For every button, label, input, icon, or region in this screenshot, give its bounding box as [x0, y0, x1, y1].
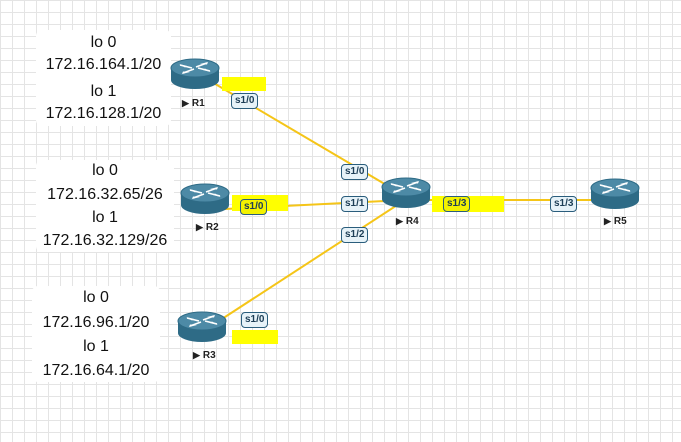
- r4-interface-s1-3[interactable]: s1/3: [443, 196, 471, 212]
- r2-lo1-name: lo 1: [92, 209, 118, 226]
- r2-lo0-name: lo 0: [92, 162, 118, 179]
- r4-interface-s1-0[interactable]: s1/0: [341, 164, 369, 180]
- router-r3-name: R3: [202, 350, 216, 361]
- r5-interface-s1-3[interactable]: s1/3: [550, 196, 578, 212]
- link-r1-r4[interactable]: [199, 74, 406, 197]
- router-icon: [381, 177, 431, 208]
- play-icon: ▶: [396, 216, 403, 226]
- r1-interface-s1-0[interactable]: s1/0: [231, 93, 259, 109]
- r4-interface-s1-2[interactable]: s1/2: [341, 227, 369, 243]
- r1-lo1-name: lo 1: [90, 83, 117, 100]
- play-icon: ▶: [182, 98, 189, 108]
- router-r5-label: ▶R5: [604, 216, 627, 227]
- r1-loopbacks-box: lo 0 172.16.164.1/20 lo 1 172.16.128.1/2…: [36, 30, 171, 126]
- r2-interface-s1-0[interactable]: s1/0: [240, 199, 268, 215]
- router-r2-name: R2: [205, 222, 219, 233]
- r3-loopbacks-box: lo 0 172.16.96.1/20 lo 1 172.16.64.1/20: [32, 286, 160, 382]
- router-r4-label: ▶R4: [396, 216, 419, 227]
- r3-lo1-address: 172.16.64.1/20: [42, 362, 150, 379]
- router-icon: [590, 178, 640, 209]
- router-r5-name: R5: [613, 216, 627, 227]
- r2-loopbacks-box: lo 0 172.16.32.65/26 lo 1 172.16.32.129/…: [36, 160, 174, 252]
- router-icon: [170, 58, 220, 89]
- link-r3-r4[interactable]: [204, 199, 406, 331]
- r2-lo1-address: 172.16.32.129/26: [42, 232, 168, 249]
- play-icon: ▶: [193, 350, 200, 360]
- router-r1-label: ▶R1: [182, 98, 205, 109]
- r1-lo1-address: 172.16.128.1/20: [45, 105, 162, 122]
- router-r1[interactable]: [168, 55, 222, 93]
- r2-lo0-address: 172.16.32.65/26: [47, 186, 163, 203]
- highlight-r1-s10: [222, 77, 266, 91]
- r3-lo0-name: lo 0: [83, 289, 109, 306]
- router-icon: [177, 311, 227, 342]
- highlight-r3-s10: [232, 330, 278, 344]
- r1-lo0-name: lo 0: [90, 34, 117, 51]
- r3-lo1-name: lo 1: [83, 338, 109, 355]
- r4-interface-s1-1[interactable]: s1/1: [341, 196, 369, 212]
- router-r3[interactable]: [175, 308, 229, 346]
- router-r1-name: R1: [191, 98, 205, 109]
- router-r5[interactable]: [588, 175, 642, 213]
- r3-lo0-address: 172.16.96.1/20: [42, 314, 150, 331]
- router-icon: [180, 183, 230, 214]
- r1-lo0-address: 172.16.164.1/20: [45, 56, 162, 73]
- play-icon: ▶: [196, 222, 203, 232]
- router-r2-label: ▶R2: [196, 222, 219, 233]
- router-r4-name: R4: [405, 216, 419, 227]
- play-icon: ▶: [604, 216, 611, 226]
- router-r4[interactable]: [379, 174, 433, 212]
- r3-interface-s1-0[interactable]: s1/0: [241, 312, 269, 328]
- router-r2[interactable]: [178, 180, 232, 218]
- router-r3-label: ▶R3: [193, 350, 216, 361]
